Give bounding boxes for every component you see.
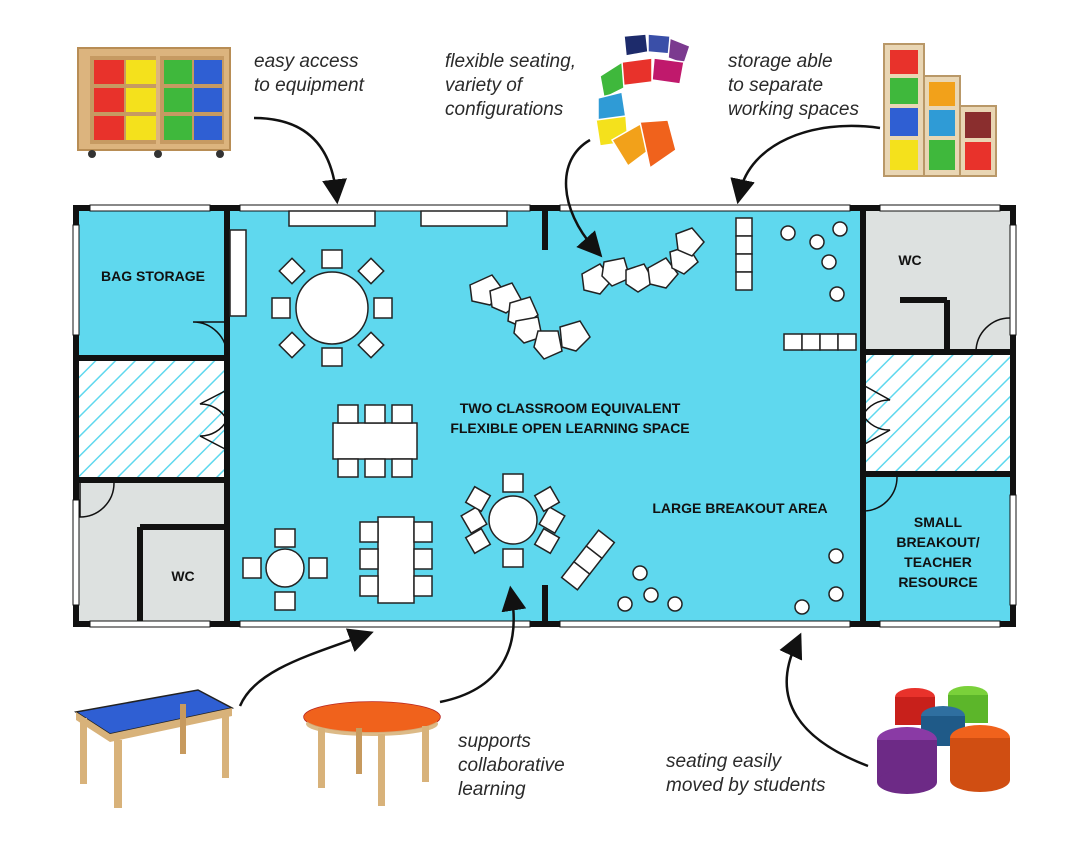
bench-left — [229, 229, 247, 317]
label-wc-top: WC — [898, 252, 922, 268]
label-small-breakout: SMALL BREAKOUT/ TEACHER RESOURCE — [896, 514, 980, 590]
round-table-center — [488, 495, 538, 545]
corridor-left — [76, 360, 227, 478]
doors — [79, 317, 1011, 518]
bench-top-1 — [288, 210, 376, 227]
round-table-image — [303, 701, 441, 806]
rect-table-2 — [377, 516, 415, 604]
rectangular-table-image — [73, 689, 235, 808]
label-main-space: TWO CLASSROOM EQUIVALENT FLEXIBLE OPEN L… — [450, 400, 690, 436]
cube-storage-image — [883, 43, 997, 177]
round-table-large — [295, 271, 369, 345]
ottoman-stools-image — [877, 686, 1010, 794]
wc-top-floor — [863, 208, 1013, 352]
note-collab: supports collaborative learning — [458, 731, 565, 800]
storage-trolley-image — [77, 47, 231, 158]
wc-bottom-floor — [76, 480, 227, 624]
furniture — [229, 210, 857, 615]
note-moved: seating easily moved by students — [666, 751, 826, 796]
flex-seating-chains — [469, 227, 705, 360]
annotation-arrows — [238, 116, 881, 768]
label-large-breakout: LARGE BREAKOUT AREA — [652, 500, 828, 516]
arrow-table — [238, 628, 374, 707]
floor-areas — [76, 208, 1013, 624]
note-equipment: easy access to equipment — [254, 51, 364, 96]
arrow-equipment — [253, 116, 347, 205]
arrow-storage — [730, 124, 881, 205]
note-seating: flexible seating, variety of configurati… — [445, 51, 576, 120]
windows — [72, 204, 1017, 628]
arrow-moved — [779, 632, 869, 768]
corridor-right — [863, 354, 1013, 472]
arrow-collab — [439, 585, 527, 704]
note-storage: storage able to separate working spaces — [728, 51, 859, 120]
bag-storage-floor — [76, 208, 227, 358]
label-wc-bottom: WC — [171, 568, 195, 584]
arrow-seating — [564, 138, 603, 258]
bench-top-2 — [420, 210, 508, 227]
snake-seating-image — [595, 33, 691, 170]
label-bag-storage: BAG STORAGE — [101, 268, 205, 284]
round-table-small — [265, 548, 305, 588]
rect-table-1 — [332, 422, 418, 460]
